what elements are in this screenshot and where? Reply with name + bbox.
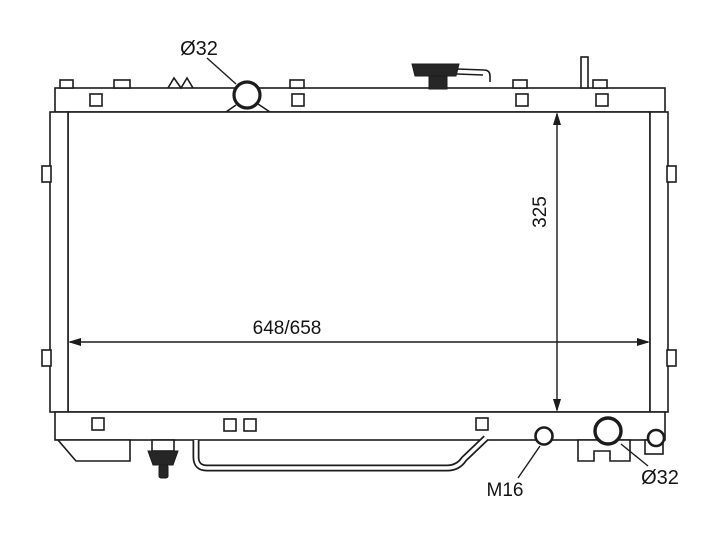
mount-hole [243,418,257,432]
bottom-tank-body [54,411,666,441]
width-dimension-label: 648/658 [253,318,322,339]
mount-hole [515,93,529,107]
filler-neck-flange-line [225,104,237,113]
mount-hole [475,417,489,431]
left-side-column [49,111,69,413]
radiator-cap-stem [428,75,448,90]
callout-bottom-port: Ø32 [620,443,679,489]
top-tab [113,79,131,89]
mount-hole [291,93,305,107]
right-end-port-circle [646,428,666,448]
arrow-right [637,338,650,346]
bottom-tank-holes [91,417,489,432]
overflow-tube [456,68,491,82]
side-tab [41,349,52,367]
top-tab [289,79,305,89]
m16-label: M16 [487,480,524,501]
dimension-width: 648/658 [68,318,650,346]
top-tab [592,79,608,89]
side-tab [666,165,677,183]
mount-hole [223,418,237,432]
drain-pin [158,464,169,479]
top-port-leader-line [206,57,237,85]
dimension-height: 325 [530,112,561,412]
mount-hole [89,93,103,107]
cooler-pipe [192,435,489,472]
core-face [67,111,651,413]
callout-m16: M16 [487,445,541,501]
drain-petcock [147,439,179,479]
core-and-sides [41,111,677,413]
m16-boss-circle [534,426,554,446]
filler-neck-circle [232,80,262,110]
side-mount-tabs [41,165,677,367]
radiator-cap [411,63,491,90]
top-tank-body [54,87,666,113]
mount-hole [91,417,105,431]
arrow-down [553,399,561,412]
side-tab [666,349,677,367]
bottom-port-leader-line [620,443,649,467]
cooler-pipe-outer [192,435,489,472]
m16-leader-line [517,445,541,479]
mount-hole [595,93,609,107]
side-tab [41,165,52,183]
bottom-outlet-circle [593,416,623,446]
top-tank-tabs [59,76,608,90]
top-tank-holes [89,93,609,107]
top-tank [54,56,666,113]
radiator-cap-flange [411,63,460,77]
drain-body [147,450,179,466]
top-port-label: Ø32 [180,38,218,60]
jagged-break-mark [167,76,194,90]
arrow-left [68,338,81,346]
right-bottom-bracket [577,439,631,462]
filler-neck-port [225,80,271,113]
cooler-pipe-inner [194,436,488,470]
arrow-up [553,112,561,125]
right-side-column [649,111,669,413]
left-bottom-bracket [56,439,131,462]
top-pin [580,56,589,89]
bottom-port-label: Ø32 [641,467,679,489]
height-dimension-label: 325 [530,196,551,228]
overflow-tube-inner-line [456,73,484,76]
filler-neck-flange-line [257,103,271,113]
top-tab [512,79,528,89]
drain-base [151,439,175,452]
bottom-tank [54,411,666,479]
callout-top-port: Ø32 [180,38,237,85]
top-tab [59,79,74,89]
